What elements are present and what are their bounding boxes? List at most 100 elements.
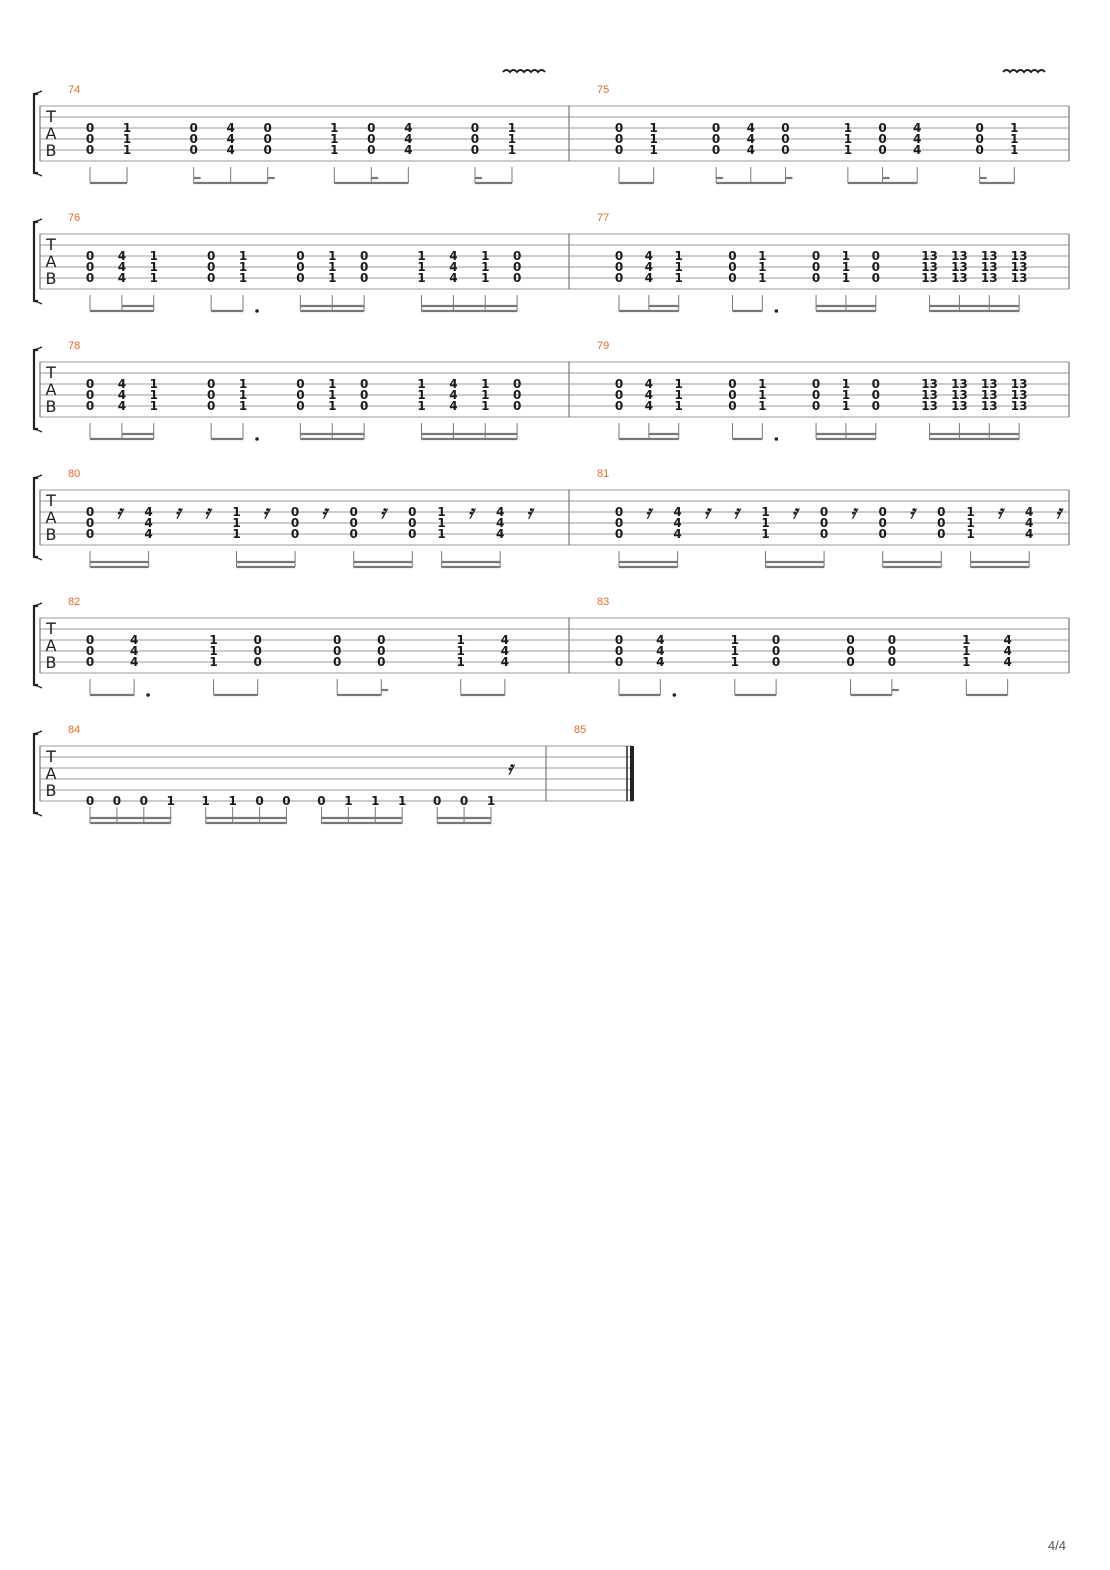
fret-number: 1 [731, 644, 739, 658]
fret-number: 0 [189, 132, 197, 146]
fret-number: 1 [328, 260, 336, 274]
fret-number: 1 [481, 388, 489, 402]
fret-number: 1 [758, 388, 766, 402]
fret-number: 0 [333, 644, 341, 658]
fret-number: 0 [846, 644, 854, 658]
fret-number: 0 [86, 633, 94, 647]
fret-number: 0 [86, 121, 94, 135]
fret-number: 0 [872, 399, 880, 413]
fret-number: 1 [842, 271, 850, 285]
fret-number: 0 [113, 794, 121, 808]
fret-number: 1 [508, 121, 516, 135]
measure-number: 77 [597, 212, 609, 224]
system-bracket [32, 220, 38, 303]
fret-number: 1 [328, 399, 336, 413]
measure-number: 78 [68, 340, 80, 352]
sixteenth-rest: 𝄿 [175, 502, 184, 523]
fret-number: 1 [330, 143, 338, 157]
fret-number: 1 [239, 249, 247, 263]
fret-number: 0 [812, 249, 820, 263]
bracket-hook [33, 218, 43, 305]
sixteenth-rest: 𝄿 [704, 502, 713, 523]
fret-number: 1 [761, 527, 769, 541]
fret-number: 0 [433, 794, 441, 808]
vibrato-mark [502, 69, 546, 74]
fret-number: 0 [360, 388, 368, 402]
fret-number: 4 [404, 132, 412, 146]
fret-number: 0 [408, 505, 416, 519]
fret-number: 1 [758, 377, 766, 391]
fret-number: 0 [513, 388, 521, 402]
tab-clef-letter: T [45, 363, 56, 382]
fret-number: 0 [296, 377, 304, 391]
fret-number: 1 [675, 271, 683, 285]
fret-number: 0 [615, 388, 623, 402]
fret-number: 1 [731, 655, 739, 669]
sixteenth-rest: 𝄿 [507, 758, 516, 779]
fret-number: 0 [360, 249, 368, 263]
fret-number: 13 [1011, 249, 1028, 263]
dot [774, 309, 779, 313]
fret-number: 0 [86, 644, 94, 658]
fret-number: 0 [86, 794, 94, 808]
fret-number: 1 [842, 388, 850, 402]
fret-number: 0 [350, 505, 358, 519]
fret-number: 0 [615, 399, 623, 413]
fret-number: 0 [513, 377, 521, 391]
fret-number: 4 [144, 505, 152, 519]
fret-number: 4 [226, 143, 234, 157]
final-barline [630, 746, 634, 801]
fret-number: 4 [673, 505, 681, 519]
fret-number: 0 [263, 132, 271, 146]
fret-number: 0 [367, 143, 375, 157]
fret-number: 1 [123, 121, 131, 135]
fret-number: 1 [209, 655, 217, 669]
fret-number: 4 [496, 527, 504, 541]
fret-number: 1 [232, 505, 240, 519]
fret-number: 1 [1010, 132, 1018, 146]
fret-number: 0 [86, 516, 94, 530]
fret-number: 4 [501, 644, 509, 658]
fret-number: 0 [207, 377, 215, 391]
fret-number: 0 [615, 527, 623, 541]
fret-number: 4 [449, 377, 457, 391]
fret-number: 1 [232, 527, 240, 541]
fret-number: 1 [150, 388, 158, 402]
fret-number: 13 [951, 377, 968, 391]
tab-clef-letter: A [46, 508, 57, 527]
fret-number: 0 [872, 377, 880, 391]
fret-number: 0 [360, 260, 368, 274]
fret-number: 4 [673, 527, 681, 541]
fret-number: 0 [975, 132, 983, 146]
dot [672, 693, 677, 697]
fret-number: 0 [812, 399, 820, 413]
fret-number: 1 [675, 377, 683, 391]
fret-number: 1 [842, 399, 850, 413]
fret-number: 4 [1025, 505, 1033, 519]
tab-clef-letter: T [45, 107, 56, 126]
fret-number: 1 [330, 132, 338, 146]
fret-number: 1 [328, 377, 336, 391]
fret-number: 1 [487, 794, 495, 808]
fret-number: 0 [812, 271, 820, 285]
fret-number: 0 [820, 516, 828, 530]
fret-number: 1 [761, 516, 769, 530]
fret-number: 4 [449, 388, 457, 402]
fret-number: 1 [675, 399, 683, 413]
fret-number: 4 [130, 633, 138, 647]
fret-number: 0 [846, 633, 854, 647]
fret-number: 0 [728, 271, 736, 285]
tab-clef-letter: T [45, 235, 56, 254]
fret-number: 1 [962, 633, 970, 647]
fret-number: 0 [872, 388, 880, 402]
fret-number: 4 [118, 388, 126, 402]
bracket-hook [33, 90, 43, 177]
fret-number: 0 [712, 143, 720, 157]
fret-number: 0 [615, 516, 623, 530]
fret-number: 0 [317, 794, 325, 808]
bracket-hook [33, 730, 43, 817]
sixteenth-rest: 𝄿 [263, 502, 272, 523]
sixteenth-rest: 𝄿 [468, 502, 477, 523]
fret-number: 0 [615, 260, 623, 274]
fret-number: 4 [144, 516, 152, 530]
